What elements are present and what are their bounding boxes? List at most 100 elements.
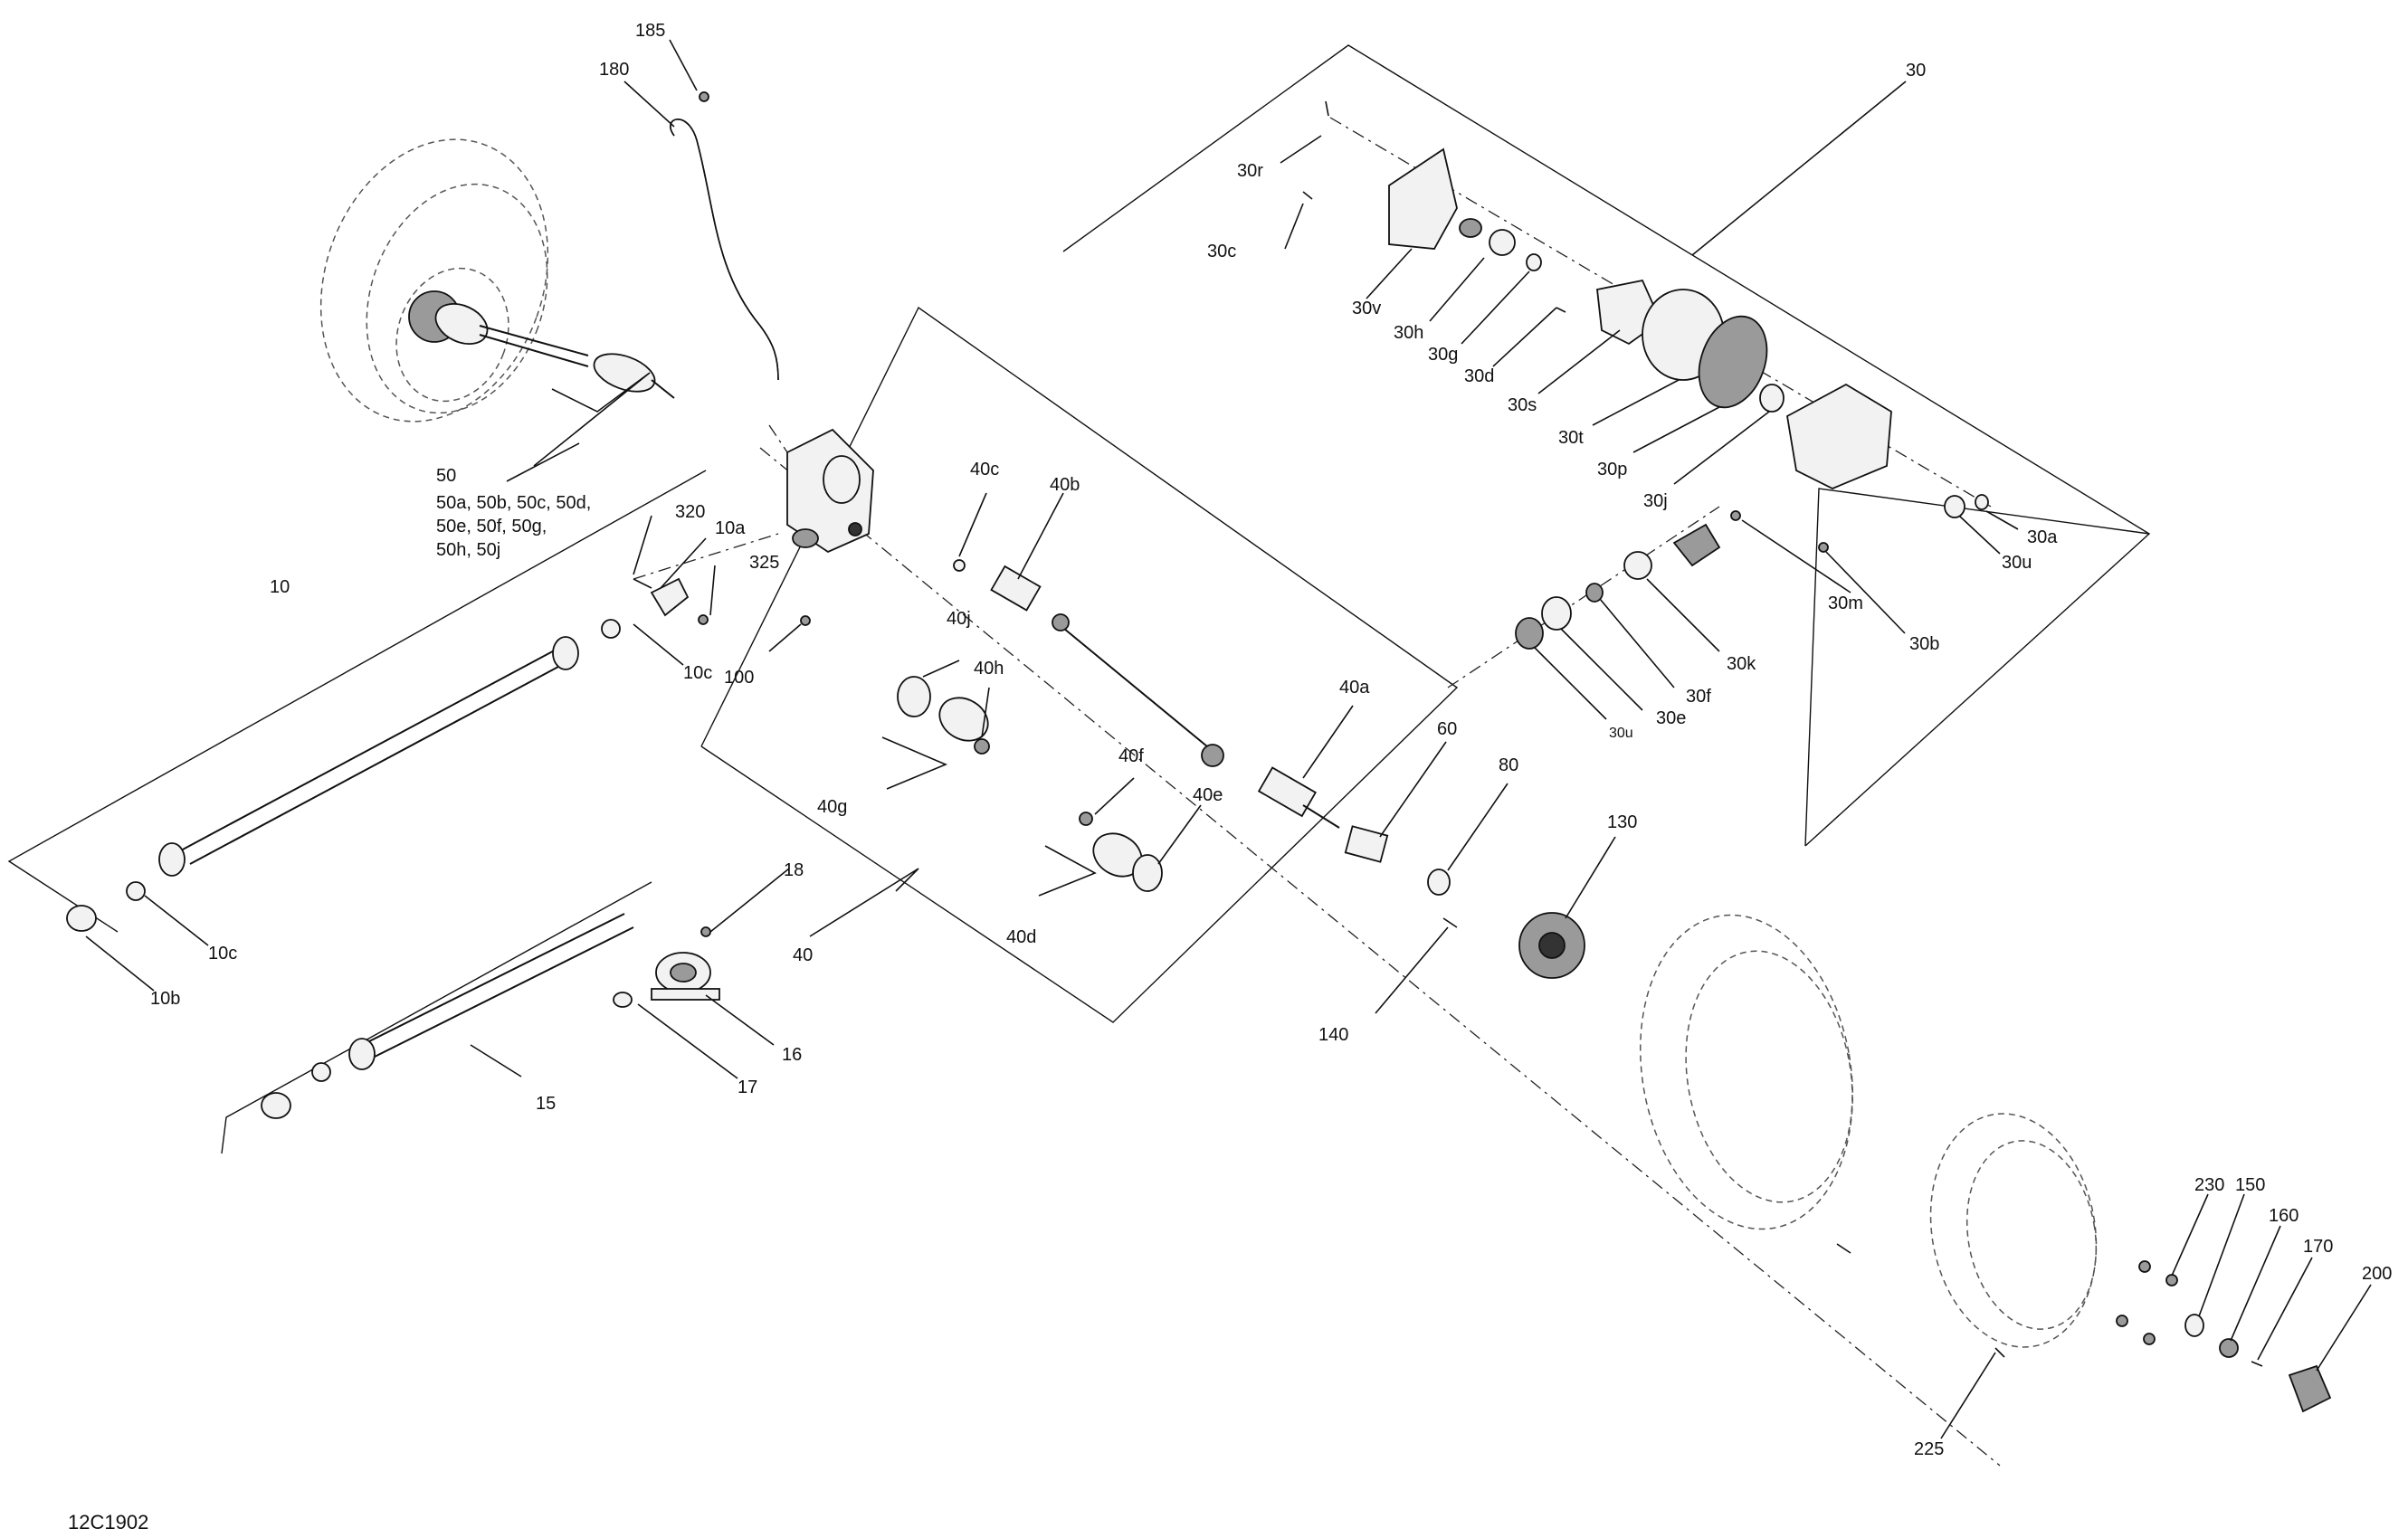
callout-30u-bottom: 30u — [1609, 726, 1633, 741]
ring-40e — [1132, 854, 1163, 892]
propeller-shaft-15 — [261, 913, 634, 1119]
axis-30-pinion — [1447, 506, 1720, 688]
bearing-30h-a — [1459, 218, 1482, 238]
callout-17: 17 — [738, 1078, 757, 1097]
callout-30f: 30f — [1686, 687, 1711, 707]
callout-40a: 40a — [1339, 678, 1370, 698]
nut-30a — [1975, 494, 1989, 510]
callout-225: 225 — [1914, 1439, 1944, 1459]
callout-30s: 30s — [1508, 395, 1537, 415]
stud-140 — [1442, 917, 1458, 928]
callout-150: 150 — [2235, 1175, 2265, 1195]
callout-185: 185 — [635, 21, 665, 41]
callout-50-list-1: 50a, 50b, 50c, 50d, — [436, 493, 591, 513]
bolt-100 — [800, 615, 811, 626]
figure-id: 12C1902 — [68, 1511, 148, 1533]
callout-30c: 30c — [1207, 242, 1236, 261]
support-bearing-16 — [651, 952, 720, 1001]
callout-30t: 30t — [1558, 428, 1584, 448]
ring-40j — [897, 676, 931, 717]
callout-30e: 30e — [1656, 708, 1686, 728]
pin-30r — [1325, 100, 1329, 117]
callout-15: 15 — [536, 1094, 556, 1114]
callout-16: 16 — [782, 1045, 802, 1065]
propeller-shaft-10 — [66, 619, 621, 932]
front-differential-housing — [786, 428, 874, 554]
bearing-30k — [1623, 551, 1652, 580]
callout-60: 60 — [1437, 719, 1457, 739]
callout-40h: 40h — [974, 659, 1004, 679]
callouts: 185 180 50 50a, 50b, 50c, 50d, 50e, 50f,… — [68, 21, 2392, 1533]
callout-30r: 30r — [1237, 161, 1263, 181]
callout-40: 40 — [793, 945, 813, 965]
group-outline-10 — [7, 470, 707, 933]
callout-10c-top: 10c — [683, 663, 712, 683]
callout-30u-top: 30u — [2002, 553, 2032, 573]
callout-30g: 30g — [1428, 345, 1458, 365]
shim-30f — [1585, 583, 1604, 603]
plug-30m — [1730, 510, 1741, 521]
seal-30u-lower — [1515, 617, 1544, 650]
clip-40c — [953, 559, 966, 572]
callout-30b: 30b — [1909, 634, 1939, 654]
callout-50: 50 — [436, 466, 456, 486]
plug-30b — [1818, 542, 1829, 553]
callout-100: 100 — [724, 668, 754, 688]
callout-40d: 40d — [1006, 927, 1036, 947]
pin-170 — [2251, 1361, 2263, 1367]
callout-170: 170 — [2303, 1237, 2333, 1257]
callout-325: 325 — [749, 553, 779, 573]
callout-40j: 40j — [947, 609, 971, 629]
callout-80: 80 — [1499, 755, 1518, 775]
bearing-60 — [1344, 825, 1389, 863]
callout-18: 18 — [784, 860, 804, 880]
boot-40g — [938, 697, 989, 742]
front-wheel-left — [319, 138, 549, 422]
housing-30-right — [1786, 383, 1892, 489]
differential-30-parts — [1302, 100, 1989, 650]
cap-200 — [2288, 1364, 2332, 1413]
bolt-cluster — [1836, 1243, 1851, 1254]
callout-50-list-3: 50h, 50j — [436, 540, 500, 560]
clamp-185 — [699, 91, 709, 102]
pin-30c — [1302, 191, 1313, 200]
callout-10: 10 — [270, 577, 290, 597]
callout-180: 180 — [599, 60, 629, 80]
ring-17 — [613, 992, 633, 1008]
ring-80 — [1427, 869, 1451, 896]
callout-10c-bottom: 10c — [208, 944, 237, 964]
joint-40b — [990, 565, 1042, 612]
callout-30p: 30p — [1597, 460, 1627, 479]
bearing-30e — [1541, 596, 1572, 631]
bearing-30j — [1759, 384, 1785, 413]
pin-30d — [1556, 307, 1566, 313]
axis-differential — [759, 447, 2001, 1467]
ring-gear-30p — [1698, 315, 1768, 409]
callout-320: 320 — [675, 502, 705, 522]
callout-30v: 30v — [1352, 299, 1381, 318]
wheel-nuts-230 — [2116, 1260, 2178, 1345]
callout-10b: 10b — [150, 989, 180, 1009]
group-outline-15 — [221, 881, 652, 1154]
callout-40b: 40b — [1050, 475, 1080, 495]
callout-30m: 30m — [1828, 593, 1863, 613]
joint-40a — [1257, 766, 1317, 818]
group-outline-30 — [1062, 44, 2151, 847]
vent-hose-180 — [670, 119, 779, 381]
front-wheel-right — [1639, 914, 2098, 1348]
callout-30k: 30k — [1727, 654, 1756, 674]
washer-150 — [2184, 1314, 2204, 1337]
group-outline-30-inner — [1804, 488, 2150, 847]
callout-30: 30 — [1906, 61, 1926, 81]
callout-40f: 40f — [1118, 746, 1144, 766]
callout-50-list-2: 50e, 50f, 50g, — [436, 517, 547, 536]
seal-30u — [1944, 495, 1965, 518]
wheel-hub-130 — [1518, 912, 1585, 979]
flange-10a — [633, 577, 690, 617]
callout-40g: 40g — [817, 797, 847, 817]
callout-30d: 30d — [1464, 366, 1494, 386]
callout-10a: 10a — [715, 518, 746, 538]
cover-30v — [1388, 147, 1458, 250]
callout-230: 230 — [2194, 1175, 2224, 1195]
callout-160: 160 — [2269, 1206, 2299, 1226]
